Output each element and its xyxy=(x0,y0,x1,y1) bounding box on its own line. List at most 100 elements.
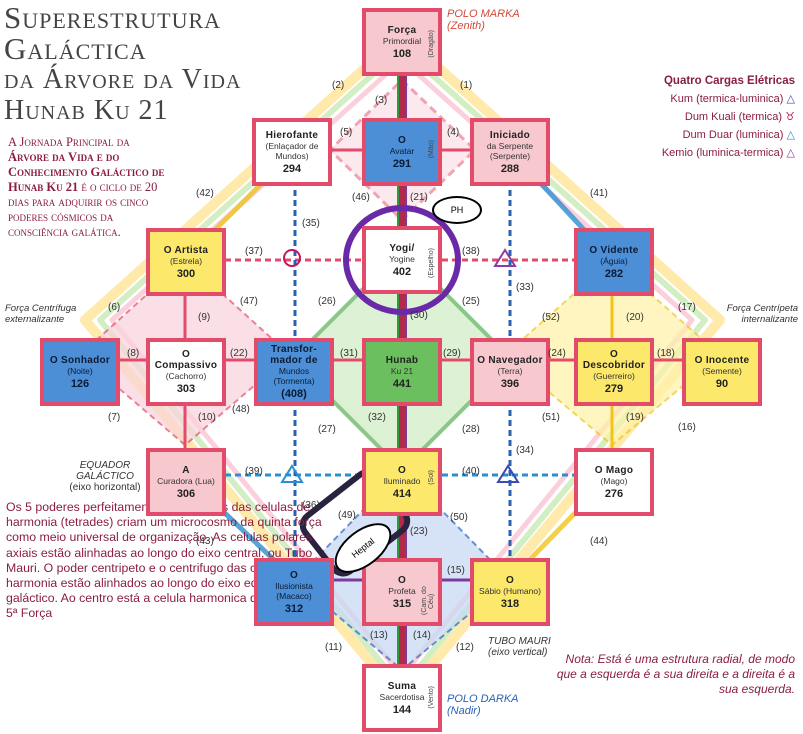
node-number: 126 xyxy=(70,377,90,390)
path-number: (22) xyxy=(230,348,248,359)
polo-top-title: POLO MARKA xyxy=(447,8,520,20)
legend-item-kum: Kum (termica-luminica) △ xyxy=(585,90,795,108)
node-subtitle: (Semente) xyxy=(702,365,742,376)
node-number: 291 xyxy=(392,157,412,170)
path-number: (28) xyxy=(462,424,480,435)
path-number: (31) xyxy=(340,348,358,359)
path-number: (33) xyxy=(516,282,534,293)
path-number: (32) xyxy=(368,412,386,423)
path-number: (48) xyxy=(232,404,250,415)
legend-label-dum-duar: Dum Duar (luminica) xyxy=(682,129,784,141)
node-subtitle: (Mago) xyxy=(600,475,628,486)
node-number: 312 xyxy=(284,602,304,615)
node-title: Iniciado xyxy=(489,129,531,141)
path-number: (7) xyxy=(108,412,121,423)
intro-text: A Jornada Principal da Árvore da Vida e … xyxy=(8,135,168,240)
node-subtitle: Primordial xyxy=(382,35,422,46)
node-side-label: (Mão) xyxy=(428,140,435,159)
node-title: Hunab xyxy=(385,354,419,366)
node-subtitle: (Noite) xyxy=(67,365,93,376)
path-number: (2) xyxy=(332,80,345,91)
polo-top-label: POLO MARKA (Zenith) xyxy=(447,8,520,32)
path-number: (13) xyxy=(370,630,388,641)
legend-item-dum-kuali: Dum Kuali (termica) ♉ xyxy=(585,108,795,126)
path-number: (18) xyxy=(657,348,675,359)
node-title: Suma xyxy=(387,680,417,692)
path-number: (51) xyxy=(542,412,560,423)
ph-ring xyxy=(343,205,461,315)
node-number: 318 xyxy=(500,597,520,610)
path-number: (40) xyxy=(462,466,480,477)
path-number: (42) xyxy=(196,188,214,199)
node-compassivo: O Compassivo(Cachorro)303 xyxy=(146,338,226,406)
node-number: 414 xyxy=(392,487,412,500)
path-number: (1) xyxy=(460,80,473,91)
path-number: (5) xyxy=(340,127,353,138)
path-number: (23) xyxy=(410,526,428,537)
node-number: 90 xyxy=(715,377,729,390)
path-number: (25) xyxy=(462,296,480,307)
node-title: Força xyxy=(387,24,417,36)
path-number: (52) xyxy=(542,312,560,323)
path-number: (49) xyxy=(338,510,356,521)
node-subtitle: Ku 21 xyxy=(390,365,414,376)
node-title: Hierofante xyxy=(265,129,319,141)
path-number: (27) xyxy=(318,424,336,435)
node-title: O xyxy=(397,464,407,476)
path-number: (35) xyxy=(302,218,320,229)
node-number: 144 xyxy=(392,703,412,716)
radial-note: Nota: Está é uma estrutura radial, de mo… xyxy=(556,652,795,696)
node-title: O xyxy=(397,574,407,586)
path-number: (8) xyxy=(127,348,140,359)
path-number: (29) xyxy=(443,348,461,359)
node-subtitle: (Guerreiro) xyxy=(593,371,635,381)
node-title: A xyxy=(182,464,190,476)
node-title: Transfor-mador de xyxy=(270,344,318,366)
node-title: O xyxy=(505,574,515,586)
path-number: (37) xyxy=(245,246,263,257)
page-title: Superestrutura Galáctica da Árvore da Vi… xyxy=(4,2,241,126)
node-number: 282 xyxy=(604,267,624,280)
node-number: 276 xyxy=(604,487,624,500)
node-subtitle: Sacerdotisa xyxy=(379,691,425,702)
path-number: (50) xyxy=(450,512,468,523)
node-number: 108 xyxy=(392,47,412,60)
path-number: (9) xyxy=(198,312,211,323)
legend-label-kum: Kum (termica-luminica) xyxy=(670,93,784,105)
legend-label-dum-kuali: Dum Kuali (termica) xyxy=(684,111,783,123)
node-inocente: O Inocente(Semente)90 xyxy=(682,338,762,406)
node-side-label: (Cam. do Céu) xyxy=(421,586,435,616)
charge-symbols xyxy=(280,248,520,483)
polo-bottom-title: POLO DARKA xyxy=(447,693,519,705)
node-sonhador: O Sonhador(Noite)126 xyxy=(40,338,120,406)
path-number: (12) xyxy=(456,642,474,653)
node-side-label: (Dragão) xyxy=(428,30,435,58)
tubo-title: TUBO MAURI xyxy=(488,636,551,647)
dum-duar-icon: △ xyxy=(786,129,795,141)
node-subtitle: (Enlaçador de Mundos) xyxy=(265,140,319,161)
path-number: (19) xyxy=(626,412,644,423)
node-number: 306 xyxy=(176,487,196,500)
title-line-1: Superestrutura xyxy=(4,0,222,35)
path-number: (16) xyxy=(678,422,696,433)
left-force-label: Força Centrífuga externalizante xyxy=(5,303,77,325)
path-number: (44) xyxy=(590,536,608,547)
legend-item-kemio: Kemio (luminica-termica) △ xyxy=(585,144,795,162)
path-number: (34) xyxy=(516,445,534,456)
legend-label-kemio: Kemio (luminica-termica) xyxy=(661,147,784,159)
node-title: O xyxy=(289,569,299,581)
intro-part-1: A Jornada Principal da xyxy=(8,135,130,149)
legend-heading: Quatro Cargas Elétricas xyxy=(663,75,795,87)
equador-sub: (eixo horizontal) xyxy=(69,482,141,493)
path-number: (6) xyxy=(108,302,121,313)
path-number: (21) xyxy=(410,192,428,203)
polo-top-sub: (Zenith) xyxy=(447,20,485,32)
node-mago: O Mago(Mago)276 xyxy=(574,448,654,516)
node-number: 294 xyxy=(282,162,302,175)
path-number: (10) xyxy=(198,412,216,423)
